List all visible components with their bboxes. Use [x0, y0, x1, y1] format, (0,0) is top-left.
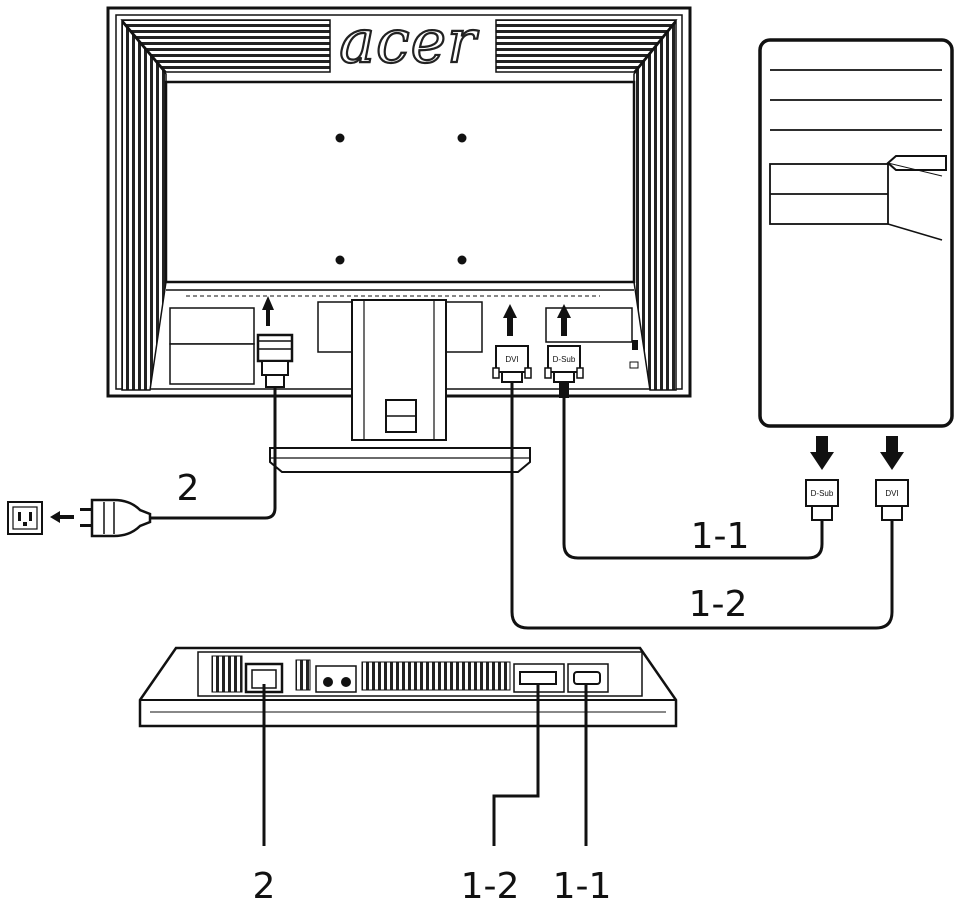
- bottom-dvi-port-icon: [519, 671, 557, 685]
- monitor-rear-view: acer: [106, 6, 692, 398]
- pc-connectors: D-Sub DVI: [805, 436, 909, 521]
- dsub-port-label: D-Sub: [553, 355, 576, 364]
- pc-dvi-port-label: DVI: [885, 489, 898, 498]
- right-side-vent: [633, 19, 677, 391]
- pc-tower: [758, 38, 954, 428]
- power-plug-icon: [80, 498, 152, 538]
- top-right-vent: [495, 19, 678, 73]
- monitor-stand: [269, 299, 531, 473]
- power-cable: [150, 387, 277, 520]
- wall-power: [7, 498, 152, 538]
- down-arrow-icon: [810, 436, 834, 470]
- left-side-vent: [121, 19, 167, 391]
- power-connector-rear: [150, 296, 294, 520]
- pc-dsub-port-label: D-Sub: [811, 489, 834, 498]
- pc-dvi-connector-icon: [875, 479, 909, 507]
- bottom-dsub-port-icon: [573, 671, 601, 685]
- screw-hole: [457, 133, 467, 143]
- callout-bottom-power: 2: [253, 866, 276, 907]
- screw-hole: [335, 133, 345, 143]
- up-arrow-icon: [262, 296, 274, 326]
- monitor-bottom-view: [138, 646, 678, 728]
- callout-power-cable: 2: [177, 468, 200, 509]
- up-arrow-icon: [503, 304, 517, 336]
- dvi-cable: [510, 382, 894, 630]
- audio-jack-icon: [323, 677, 333, 687]
- pc-case: [758, 38, 954, 428]
- callout-dsub-cable: 1-1: [691, 516, 750, 557]
- callout-bottom-dvi: 1-2: [461, 866, 520, 907]
- top-left-vent: [120, 19, 331, 73]
- screw-hole: [457, 255, 467, 265]
- callout-dvi-cable: 1-2: [689, 584, 748, 625]
- left-arrow-icon: [50, 511, 74, 523]
- dvi-port-label: DVI: [505, 355, 518, 364]
- acer-logo: acer: [339, 7, 479, 77]
- video-connectors-rear: DVI D-Sub: [492, 304, 584, 398]
- down-arrow-icon: [880, 436, 904, 470]
- audio-jack-icon: [341, 677, 351, 687]
- callout-bottom-dsub: 1-1: [553, 866, 612, 907]
- leader-line-dvi: [492, 684, 540, 846]
- vesa-mount-panel: [164, 80, 636, 284]
- up-arrow-icon: [557, 304, 571, 336]
- power-plug-icon: [256, 333, 294, 363]
- stand-base: [269, 447, 531, 473]
- screw-hole: [335, 255, 345, 265]
- dsub-cable: [562, 398, 824, 560]
